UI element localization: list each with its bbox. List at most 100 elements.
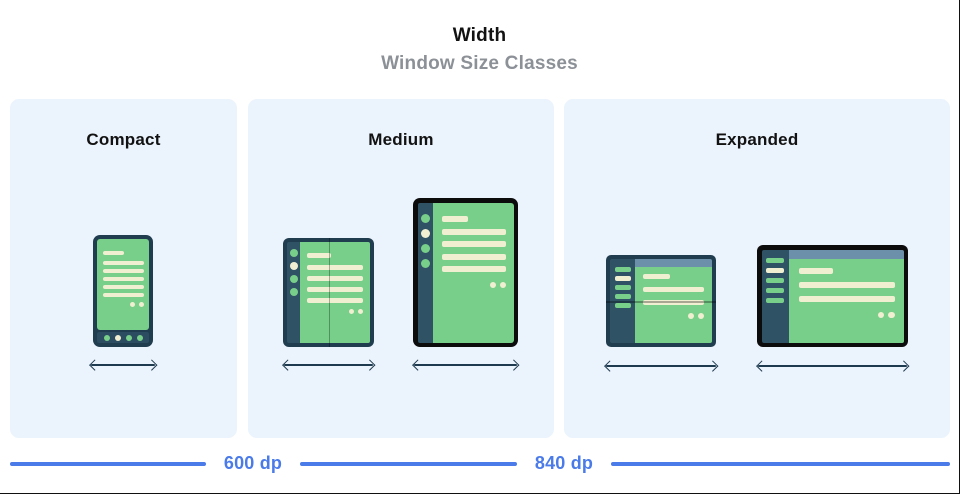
content-line [103, 285, 144, 289]
rail-dot [289, 262, 298, 270]
nav-dot [125, 334, 132, 341]
panel-compact-label: Compact [86, 130, 161, 149]
content-line [307, 287, 363, 292]
foldable-portrait-illustration [283, 238, 374, 347]
axis-label-600dp: 600 dp [223, 453, 283, 473]
device-main-area [635, 259, 712, 343]
arrow-left-head [281, 359, 293, 371]
axis-line-segment [10, 462, 206, 466]
action-dot [698, 313, 704, 319]
action-dot [688, 313, 694, 319]
rail-item-bar [614, 285, 631, 290]
nav-rail [761, 249, 789, 343]
desktop-screen [788, 258, 904, 343]
arrow-right-head [707, 360, 719, 372]
action-dot [358, 309, 363, 314]
content-title-line [441, 215, 468, 222]
content-line [441, 266, 506, 272]
arrow-shaft [284, 364, 373, 366]
nav-dot [114, 334, 121, 341]
rail-dot [420, 243, 430, 253]
panel-expanded-label: Expanded [715, 130, 799, 149]
content-title-line [798, 267, 833, 274]
content-line [441, 228, 506, 235]
diagram-title: Width [452, 25, 507, 46]
arrow-shaft [91, 364, 155, 366]
arrow-right-head [508, 359, 520, 371]
axis-line-segment [611, 462, 950, 466]
nav-dot [136, 334, 143, 341]
action-dot [349, 309, 354, 314]
action-dot [130, 302, 135, 307]
action-dots [307, 309, 363, 314]
width-arrow [411, 359, 520, 371]
action-dot [888, 311, 895, 318]
rail-item-bar [766, 277, 784, 283]
panel-compact: Compact [10, 99, 237, 438]
fold-line [606, 301, 716, 303]
content-title-line [103, 251, 124, 255]
panel-medium-label: Medium [368, 130, 434, 149]
arrow-left-head [755, 360, 767, 372]
tablet-screen [432, 202, 514, 343]
tablet-portrait-illustration [413, 198, 518, 347]
rail-item-bar [614, 294, 631, 299]
arrow-right-head [146, 359, 158, 371]
rail-item-bar [766, 267, 784, 273]
arrow-shaft [414, 364, 517, 366]
content-line [307, 276, 363, 281]
width-arrow [755, 360, 910, 372]
app-header-bar [788, 249, 904, 259]
rail-item-bar [614, 303, 631, 308]
content-line [798, 281, 895, 288]
content-line [103, 277, 144, 281]
action-dots [442, 281, 506, 288]
content-line [441, 241, 506, 247]
action-dots [103, 302, 144, 307]
content-line [307, 265, 363, 270]
rail-item-bar [614, 276, 631, 281]
nav-rail [417, 202, 433, 343]
arrow-right-head [898, 360, 910, 372]
rail-dot [289, 249, 298, 257]
width-arrow [281, 359, 376, 371]
action-dot [139, 302, 144, 307]
content-title-line [307, 253, 331, 258]
action-dot [877, 311, 884, 318]
phone-screen [97, 239, 149, 330]
rail-dot [289, 275, 298, 283]
nav-dot [103, 334, 110, 341]
foldable-screen [300, 242, 370, 343]
arrow-shaft [606, 365, 716, 367]
action-dots [799, 311, 895, 318]
axis-line-segment [300, 462, 517, 466]
rail-dot [420, 228, 430, 238]
phone-illustration [93, 235, 153, 347]
app-header-bar [635, 259, 712, 267]
nav-rail [287, 242, 300, 343]
width-arrow [603, 360, 719, 372]
fold-line [328, 238, 330, 347]
rail-dot [420, 213, 430, 223]
arrow-left-head [411, 359, 423, 371]
rail-item-bar [614, 267, 631, 272]
content-line [103, 269, 144, 273]
arrow-right-head [364, 359, 376, 371]
arrow-shaft [758, 365, 907, 367]
axis-label-840dp: 840 dp [534, 453, 594, 473]
content-line [441, 253, 506, 260]
content-line [307, 298, 363, 303]
action-dot [499, 281, 506, 288]
phone-nav-bar [97, 332, 149, 343]
content-line [643, 300, 704, 305]
nav-rail [610, 259, 635, 343]
panel-medium: Medium [248, 99, 554, 438]
width-arrow [88, 359, 158, 371]
arrow-left-head [88, 359, 100, 371]
rail-item-bar [766, 257, 784, 263]
rail-dot [420, 258, 430, 268]
desktop-display-illustration [757, 245, 908, 347]
rail-item-bar [766, 287, 784, 293]
foldable-screen [635, 267, 712, 343]
